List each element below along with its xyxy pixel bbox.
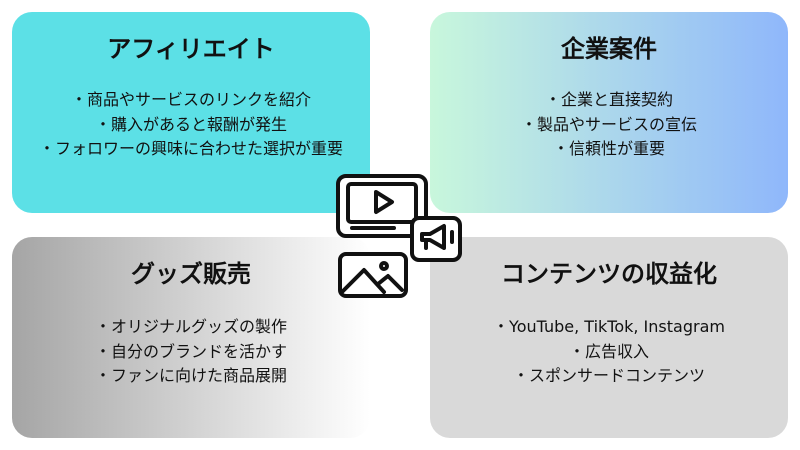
list-item: 企業と直接契約 (430, 88, 788, 113)
video-screen-icon (336, 174, 428, 238)
list-item: フォロワーの興味に合わせた選択が重要 (12, 137, 370, 162)
list-item: スポンサードコンテンツ (430, 364, 788, 389)
list-item: オリジナルグッズの製作 (12, 315, 370, 340)
list-item: ファンに向けた商品展開 (12, 364, 370, 389)
list-item: 自分のブランドを活かす (12, 340, 370, 365)
card-merch-sales: グッズ販売 オリジナルグッズの製作 自分のブランドを活かす ファンに向けた商品展… (12, 237, 370, 438)
card-list: 企業と直接契約 製品やサービスの宣伝 信頼性が重要 (430, 88, 788, 162)
list-item: 購入があると報酬が発生 (12, 113, 370, 138)
list-item: 商品やサービスのリンクを紹介 (12, 88, 370, 113)
card-title: グッズ販売 (131, 260, 251, 288)
list-item: 製品やサービスの宣伝 (430, 113, 788, 138)
card-list: オリジナルグッズの製作 自分のブランドを活かす ファンに向けた商品展開 (12, 315, 370, 389)
list-item: 信頼性が重要 (430, 137, 788, 162)
list-item: YouTube, TikTok, Instagram (430, 315, 788, 340)
card-title: コンテンツの収益化 (501, 260, 717, 288)
card-title: 企業案件 (561, 35, 657, 63)
media-marketing-icon (336, 174, 462, 298)
card-affiliate: アフィリエイト 商品やサービスのリンクを紹介 購入があると報酬が発生 フォロワー… (12, 12, 370, 213)
image-icon (338, 252, 408, 298)
card-list: 商品やサービスのリンクを紹介 購入があると報酬が発生 フォロワーの興味に合わせた… (12, 88, 370, 162)
card-list: YouTube, TikTok, Instagram 広告収入 スポンサードコン… (430, 315, 788, 389)
card-title: アフィリエイト (107, 35, 275, 63)
card-content-monetization: コンテンツの収益化 YouTube, TikTok, Instagram 広告収… (430, 237, 788, 438)
list-item: 広告収入 (430, 340, 788, 365)
card-corporate-deals: 企業案件 企業と直接契約 製品やサービスの宣伝 信頼性が重要 (430, 12, 788, 213)
megaphone-icon (410, 216, 462, 262)
